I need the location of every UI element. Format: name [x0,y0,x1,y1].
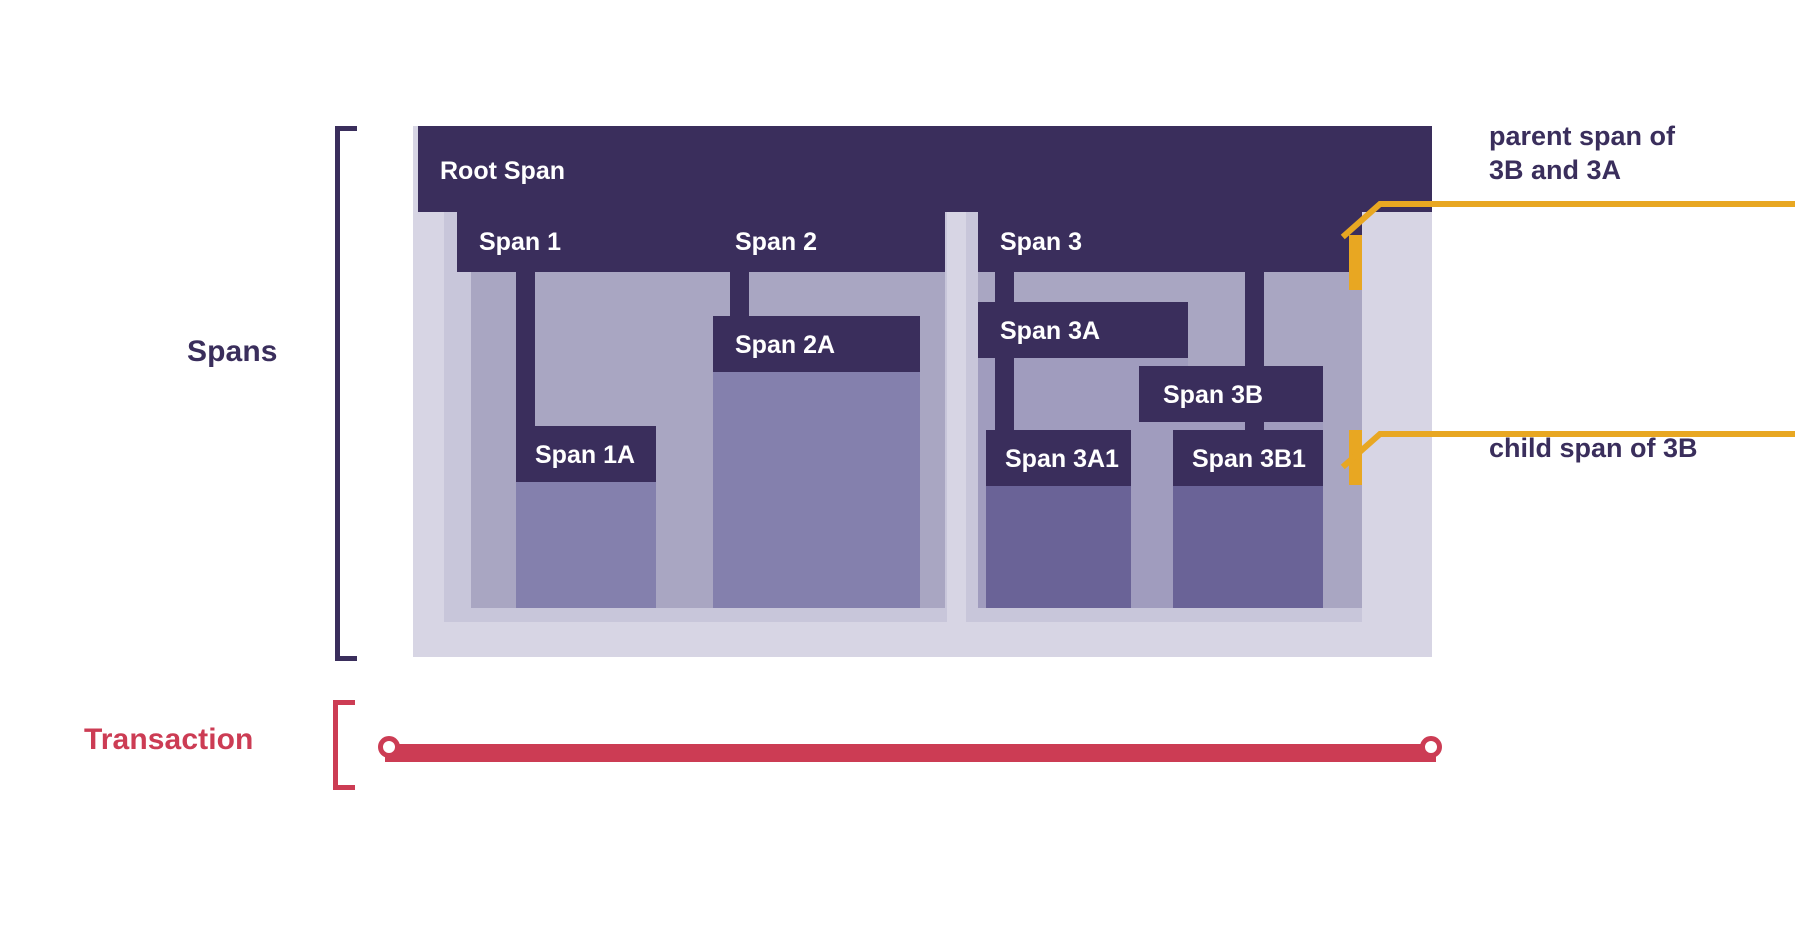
span1a-body [516,482,656,608]
span3a1-bar[interactable]: Span 3A1 [986,430,1131,486]
span1-label: Span 1 [479,228,561,256]
parent-callout-text: parent span of 3B and 3A [1489,121,1676,185]
span3-label: Span 3 [1000,228,1082,256]
span3a1-body [986,486,1131,608]
span2a-bar[interactable]: Span 2A [713,316,920,372]
spans-diagram: Root Span Span 1 Span 1A Span 2 Span 2A … [413,126,1432,657]
bracket-bottom-arm [333,785,355,790]
transaction-label: Transaction [84,723,254,756]
span2-to-span2a-connector [730,272,749,328]
child-callout-text: child span of 3B [1489,433,1698,463]
transaction-bar[interactable] [385,744,1436,762]
span3b1-label: Span 3B1 [1192,445,1306,473]
spans-label: Spans [187,335,278,368]
bracket-top-arm [335,126,357,131]
span3b-label: Span 3B [1163,381,1264,409]
parent-span-marker [1349,235,1362,290]
span1-bar[interactable]: Span 1 [457,212,713,272]
bracket-vertical [335,126,340,661]
span3b1-body [1173,486,1323,608]
child-callout-leader-line [1340,431,1795,470]
span2a-label: Span 2A [735,331,836,359]
span3a1-label: Span 3A1 [1005,445,1119,473]
bracket-top-arm [333,700,355,705]
bracket-vertical [333,700,338,790]
span2-label: Span 2 [735,228,817,256]
span3-to-span3b-connector [1245,272,1264,386]
span3b-bar[interactable]: Span 3B [1139,366,1323,422]
transaction-start-dot[interactable] [378,736,400,758]
span2a-body [713,372,920,608]
span3-bar[interactable]: Span 3 [978,212,1362,272]
root-span-bar[interactable]: Root Span [418,126,1432,212]
span1a-label: Span 1A [535,441,636,469]
transaction-end-dot[interactable] [1420,736,1442,758]
transaction-bracket [333,700,355,790]
span3b1-bar[interactable]: Span 3B1 [1173,430,1323,486]
span1a-bar[interactable]: Span 1A [516,426,656,482]
span2-bar[interactable]: Span 2 [713,212,945,272]
spans-bracket [335,126,357,661]
root-span-label: Root Span [440,157,565,185]
parent-callout-leader-line [1340,201,1795,240]
bracket-bottom-arm [335,656,357,661]
span3a-label: Span 3A [1000,317,1101,345]
span3a-bar[interactable]: Span 3A [978,302,1188,358]
